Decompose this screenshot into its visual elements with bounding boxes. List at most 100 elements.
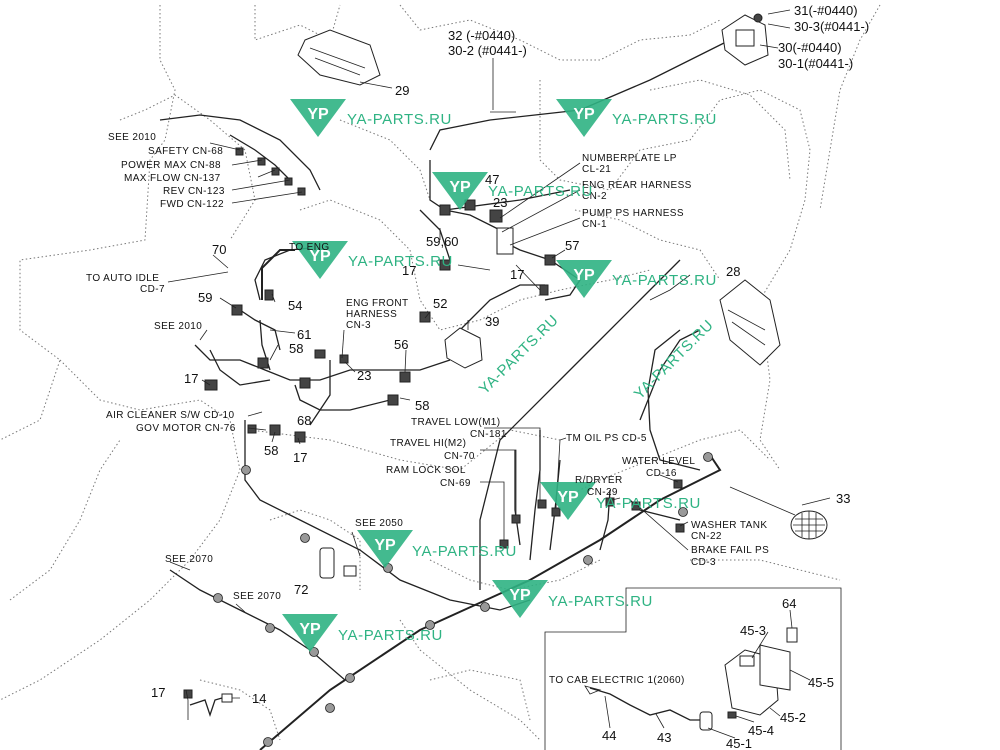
callout-p17e: 17 (151, 685, 165, 700)
watermark-logo-icon: YP (492, 580, 548, 618)
callout-see2070a: SEE 2070 (165, 554, 213, 565)
callout-fwd: FWD CN-122 (160, 199, 224, 210)
watermark-logo-letters: YP (449, 179, 471, 196)
callout-govmotor: GOV MOTOR CN-76 (136, 423, 236, 434)
callout-p57: 57 (565, 238, 579, 253)
part-64-plug (786, 627, 798, 643)
callout-p30: 30(-#0440) (778, 40, 842, 55)
harness-grommets (213, 452, 713, 747)
callout-rev: REV CN-123 (163, 186, 225, 197)
leader-lines (167, 9, 831, 739)
callout-p33: 33 (836, 491, 850, 506)
watermark-logo-letters: YP (307, 106, 329, 123)
watermark-logo-letters: YP (573, 106, 595, 123)
watermark-logo-letters: YP (573, 267, 595, 284)
callout-p452: 45-2 (780, 710, 806, 725)
callout-p70: 70 (212, 242, 226, 257)
callout-p32: 32 (-#0440) (448, 28, 515, 43)
callout-see2070b: SEE 2070 (233, 591, 281, 602)
watermark-text: YA-PARTS.RU (348, 253, 453, 270)
callout-powermax: POWER MAX CN-88 (121, 160, 221, 171)
watermark-logo-letters: YP (374, 537, 396, 554)
watermark-logo-icon: YP (556, 99, 612, 137)
callout-safety: SAFETY CN-68 (148, 146, 223, 157)
callouts-numbers: 32 (-#0440) 30-2 (#0441-) 31(-#0440) 30-… (151, 3, 869, 750)
watermark-logo-icon: YP (282, 614, 338, 652)
callout-p68: 68 (297, 413, 311, 428)
watermark-text: YA-PARTS.RU (612, 111, 717, 128)
callout-p303: 30-3(#0441-) (794, 19, 869, 34)
callout-pumpps-1: PUMP PS HARNESS (582, 208, 684, 219)
part-43-tube (589, 687, 700, 721)
inset-frame (544, 587, 842, 750)
callout-travhi-1: TRAVEL HI(M2) (390, 438, 466, 449)
callout-p59: 59 (198, 290, 212, 305)
callout-numplate-2: CL-21 (582, 164, 611, 175)
watermark-logo-icon: YP (556, 260, 612, 298)
callout-see2050: SEE 2050 (355, 518, 403, 529)
callout-waterlvl-1: WATER LEVEL (622, 456, 695, 467)
callout-ramlock-1: RAM LOCK SOL (386, 465, 466, 476)
callout-p39: 39 (485, 314, 499, 329)
callout-p301: 30-1(#0441-) (778, 56, 853, 71)
callout-p454: 45-4 (748, 723, 774, 738)
callout-p17c: 17 (184, 371, 198, 386)
watermark-text: YA-PARTS.RU (596, 495, 701, 512)
callout-travlow-2: CN-181 (470, 429, 507, 440)
part-39-relay (444, 327, 483, 369)
part-28-boot (719, 279, 781, 366)
watermark-text: YA-PARTS.RU (548, 593, 653, 610)
watermark-logo-letters: YP (299, 621, 321, 638)
callout-p17a: 17 (402, 263, 416, 278)
callout-travlow-1: TRAVEL LOW(M1) (411, 417, 501, 428)
callout-travhi-2: CN-70 (444, 451, 475, 462)
callout-p72: 72 (294, 582, 308, 597)
callout-maxflow: MAX FLOW CN-137 (124, 173, 221, 184)
callout-p31: 31(-#0440) (794, 3, 858, 18)
callout-p455: 45-5 (808, 675, 834, 690)
callout-p17b: 17 (510, 267, 524, 282)
callout-brake-2: CD-3 (691, 557, 716, 568)
callout-p14: 14 (252, 691, 266, 706)
callout-p5960: 59,60 (426, 234, 459, 249)
callout-p58a: 58 (289, 341, 303, 356)
callout-p56: 56 (394, 337, 408, 352)
callout-engfront-1: ENG FRONT (346, 298, 409, 309)
callout-tocab: TO CAB ELECTRIC 1(2060) (549, 675, 685, 686)
callout-rdryer-2: CN-29 (587, 487, 618, 498)
callout-brake-1: BRAKE FAIL PS (691, 545, 769, 556)
callout-p52: 52 (433, 296, 447, 311)
callout-pumpps-2: CN-1 (582, 219, 607, 230)
callout-toautoidle: TO AUTO IDLE (86, 273, 159, 284)
watermark-text: YA-PARTS.RU (412, 543, 517, 560)
watermark-logo-icon: YP (290, 99, 346, 137)
watermark-text-diagonal: YA-PARTS.RU (631, 317, 717, 403)
watermark-text: YA-PARTS.RU (338, 627, 443, 644)
callout-p302: 30-2 (#0441-) (448, 43, 527, 58)
part-29-boot (297, 29, 381, 86)
callout-p28: 28 (726, 264, 740, 279)
callout-p64: 64 (782, 596, 796, 611)
callout-tmoil: TM OIL PS CD-5 (566, 433, 647, 444)
part-31-bulb (753, 13, 763, 23)
callout-cd7: CD-7 (140, 284, 165, 295)
callout-washer-1: WASHER TANK (691, 520, 767, 531)
callout-p23b: 23 (357, 368, 371, 383)
watermark-logo-icon: YP (292, 241, 348, 279)
callout-p23a: 23 (493, 195, 507, 210)
callout-engfront-2: HARNESS (346, 309, 397, 320)
callouts-small: SEE 2010 SAFETY CN-68 POWER MAX CN-88 MA… (86, 132, 769, 686)
callout-p451: 45-1 (726, 736, 752, 750)
callout-engrear-1: ENG REAR HARNESS (582, 180, 692, 191)
callout-p58b: 58 (415, 398, 429, 413)
parts (183, 13, 828, 731)
callout-p453: 45-3 (740, 623, 766, 638)
callout-p43: 43 (657, 730, 671, 745)
watermark-logo-letters: YP (557, 489, 579, 506)
callout-p17d: 17 (293, 450, 307, 465)
callout-see2010b: SEE 2010 (154, 321, 202, 332)
callout-p44: 44 (602, 728, 616, 743)
callout-p47: 47 (485, 172, 499, 187)
